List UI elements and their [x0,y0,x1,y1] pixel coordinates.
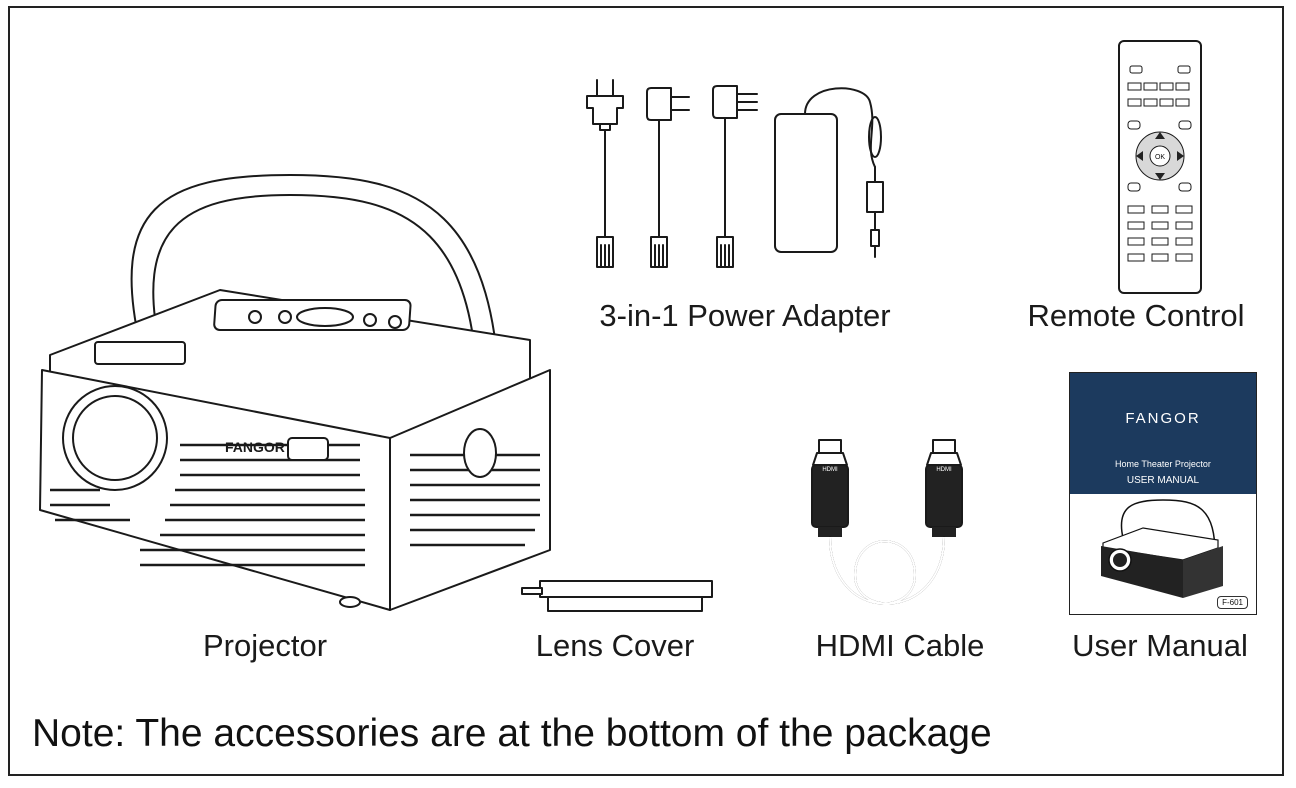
power-adapter-icon [586,79,884,268]
projector-icon: FANGOR [39,174,551,611]
remote-control-label: Remote Control [1027,298,1245,333]
power-adapter-label: 3-in-1 Power Adapter [599,298,891,333]
hdmi-right-text: HDMI [936,467,952,473]
hdmi-cable-icon: HDMI HDMI [811,439,963,605]
manual-brand: FANGOR [1125,410,1201,427]
hdmi-cable-label: HDMI Cable [815,628,985,663]
remote-ok-text: OK [1155,154,1165,161]
manual-model: F-601 [1217,596,1248,609]
lens-cover-icon [521,580,713,612]
lens-cover-label: Lens Cover [535,628,695,663]
manual-projector-image [1101,499,1223,598]
manual-title: USER MANUAL [1126,475,1200,486]
projector-label: Projector [202,628,328,663]
remote-control-icon: OK [1118,40,1202,294]
projector-brand: FANGOR [225,439,285,455]
package-note: Note: The accessories are at the bottom … [32,712,992,755]
hdmi-left-text: HDMI [822,467,838,473]
content-frame [8,6,1284,776]
user-manual-label: User Manual [1072,628,1248,663]
user-manual-icon: FANGOR Home Theater Projector USER MANUA… [1069,372,1257,615]
manual-subtitle: Home Theater Projector [1115,459,1211,469]
manual-cover-banner: FANGOR Home Theater Projector USER MANUA… [1070,373,1256,494]
